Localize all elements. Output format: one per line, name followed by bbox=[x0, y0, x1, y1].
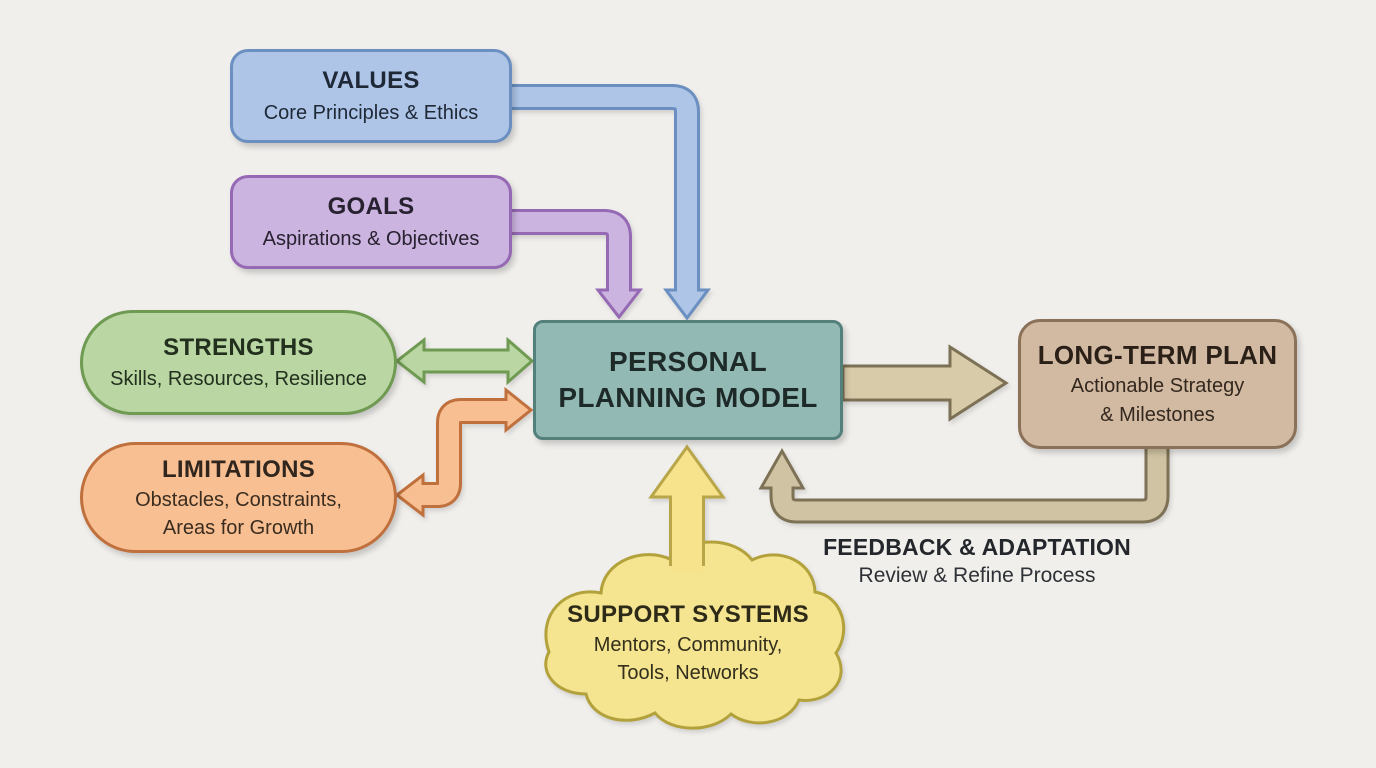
values-to-model-arrow bbox=[500, 84, 711, 321]
goals-arrow-outline bbox=[500, 209, 632, 292]
limitations-node: LIMITATIONS Obstacles, Constraints, Area… bbox=[80, 442, 397, 553]
values-subtitle: Core Principles & Ethics bbox=[263, 102, 479, 124]
limitations-title: LIMITATIONS bbox=[161, 455, 316, 483]
goals-arrow-fill bbox=[500, 212, 629, 297]
plan-subtitle-line1: Actionable Strategy bbox=[1070, 375, 1245, 397]
values-node: VALUES Core Principles & Ethics bbox=[230, 49, 512, 143]
values-arrow-fill bbox=[500, 87, 697, 297]
values-arrow-outline bbox=[500, 84, 700, 292]
goals-to-model-arrow bbox=[500, 209, 644, 320]
feedback-arrow-fill bbox=[772, 446, 1167, 521]
strengths-title: STRENGTHS bbox=[163, 334, 314, 361]
feedback-subtitle: Review & Refine Process bbox=[858, 564, 1096, 587]
feedback-title: FEEDBACK & ADAPTATION bbox=[823, 534, 1131, 560]
strengths-node: STRENGTHS Skills, Resources, Resilience bbox=[80, 310, 397, 415]
limitations-arrow-fill bbox=[418, 401, 511, 505]
feedback-arrow-outline bbox=[769, 446, 1170, 524]
cloud-shape bbox=[544, 540, 846, 730]
plan-subtitle-line2: & Milestones bbox=[1100, 404, 1215, 426]
goals-title: GOALS bbox=[327, 193, 415, 220]
model-title-line1: PERSONAL bbox=[609, 346, 767, 377]
limitations-model-arrow bbox=[394, 386, 534, 519]
support-systems-label: SUPPORT SYSTEMS Mentors, Community, Tool… bbox=[538, 600, 838, 686]
support-to-model-arrow bbox=[648, 444, 726, 571]
plan-title: LONG-TERM PLAN bbox=[1037, 340, 1278, 370]
feedback-to-model-arrow bbox=[758, 446, 1170, 524]
strengths-subtitle: Skills, Resources, Resilience bbox=[110, 368, 367, 390]
model-to-plan-arrow bbox=[841, 344, 1009, 422]
strengths-model-arrow bbox=[394, 336, 535, 386]
feedback-adaptation-label: FEEDBACK & ADAPTATION Review & Refine Pr… bbox=[817, 534, 1137, 588]
values-title: VALUES bbox=[322, 67, 420, 94]
model-title-line2: PLANNING MODEL bbox=[558, 382, 818, 413]
personal-planning-model-node: PERSONAL PLANNING MODEL bbox=[533, 320, 843, 440]
support-subtitle-line2: Tools, Networks bbox=[617, 662, 759, 684]
support-title: SUPPORT SYSTEMS bbox=[567, 601, 809, 628]
limitations-arrow-outline bbox=[414, 398, 510, 508]
limitations-subtitle-line2: Areas for Growth bbox=[162, 516, 315, 539]
long-term-plan-node: LONG-TERM PLAN Actionable Strategy & Mil… bbox=[1018, 319, 1297, 449]
model-to-plan-arrow-shape bbox=[841, 344, 1009, 422]
goals-subtitle: Aspirations & Objectives bbox=[262, 228, 480, 250]
support-systems-cloud bbox=[544, 540, 846, 730]
goals-node: GOALS Aspirations & Objectives bbox=[230, 175, 512, 269]
limitations-subtitle-line1: Obstacles, Constraints, bbox=[135, 488, 342, 511]
support-subtitle-line1: Mentors, Community, bbox=[593, 634, 783, 656]
